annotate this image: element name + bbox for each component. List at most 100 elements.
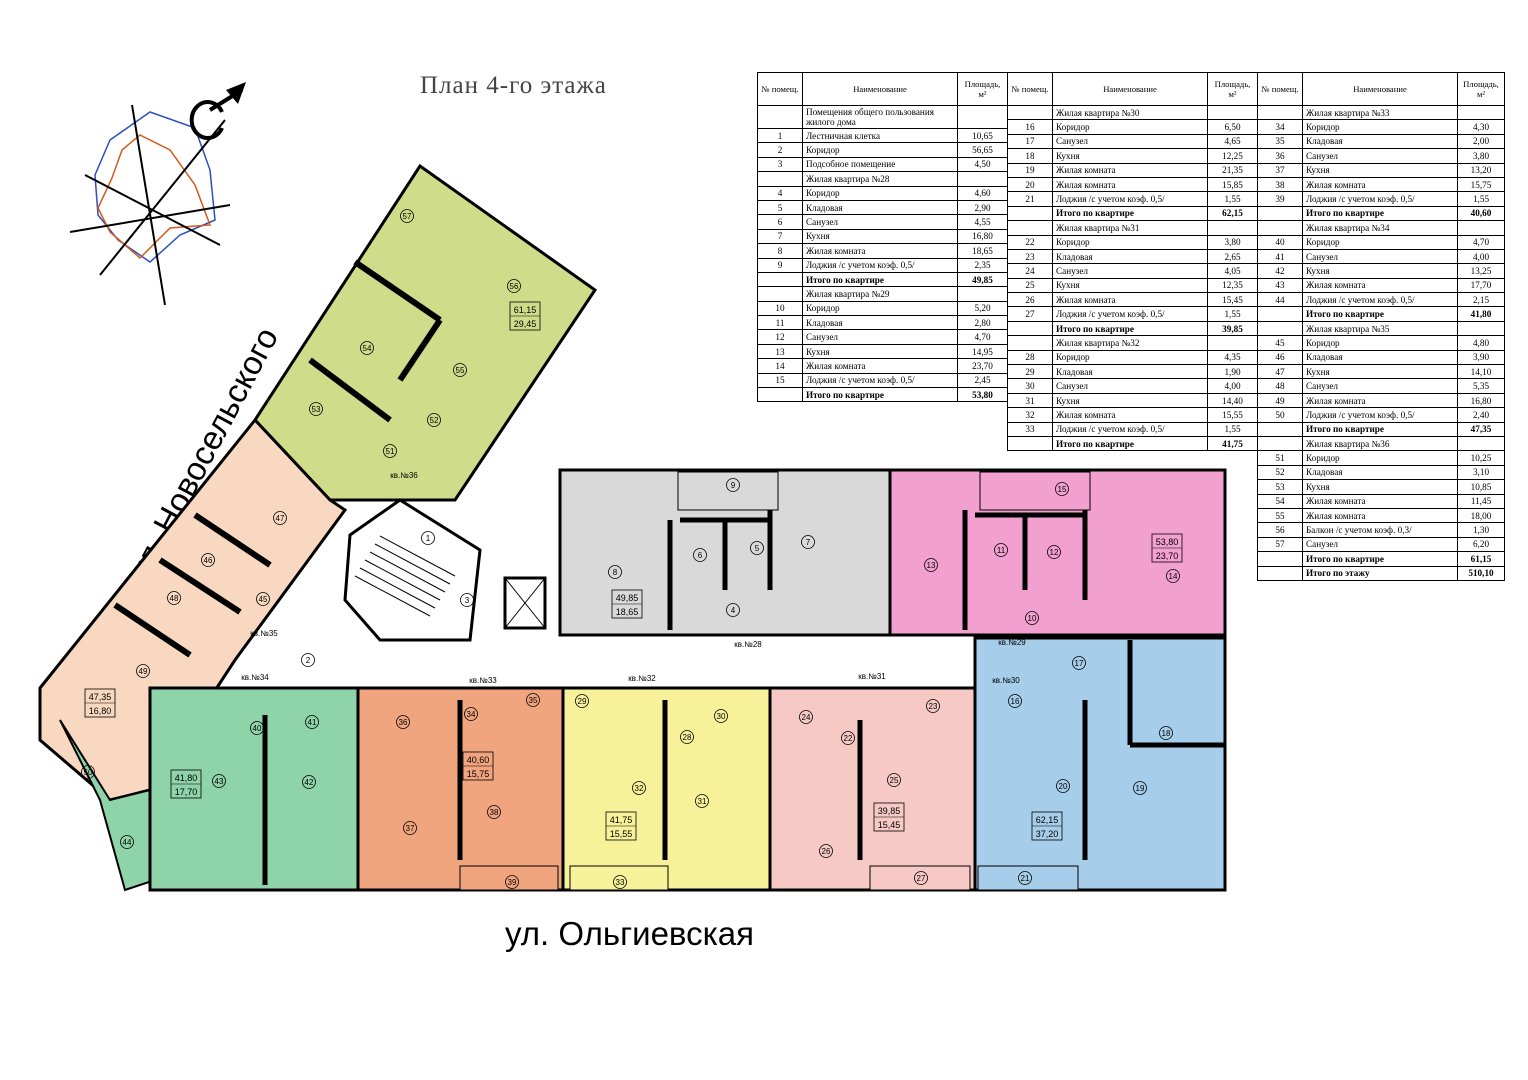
room-marker-22: 22 (841, 731, 855, 745)
room-number-cell (1007, 435, 1053, 452)
room-name-cell: Коридор (802, 300, 958, 317)
room-number-label: 50 (84, 768, 93, 777)
room-area-cell: 4,60 (957, 185, 1008, 201)
apartment-number: кв.№29 (998, 638, 1026, 647)
room-area-cell: 13,20 (1457, 162, 1505, 178)
room-area-cell: 21,35 (1207, 162, 1258, 178)
room-number-cell (1257, 205, 1303, 222)
apartment-total-area: 47,35 (89, 692, 112, 702)
room-name-cell: Балкон /с учетом коэф. 0,3/ (1302, 522, 1458, 538)
room-number-label: 35 (529, 696, 538, 705)
room-marker-42: 42 (302, 775, 316, 789)
room-area-cell: 1,55 (1207, 421, 1258, 437)
room-number-label: 26 (822, 847, 831, 856)
apartment-number: кв.№31 (858, 672, 886, 681)
room-name-cell: Кухня (1052, 277, 1208, 294)
room-number-cell: 19 (1007, 162, 1053, 178)
compass-rose-icon (69, 82, 246, 306)
room-marker-41: 41 (305, 715, 319, 729)
apartment-34-area (148, 686, 360, 892)
room-number-cell: 49 (1257, 392, 1303, 409)
room-marker-46: 46 (201, 553, 215, 567)
column-header-num: № помещ. (1007, 72, 1053, 106)
room-area-cell: 3,80 (1207, 234, 1258, 250)
room-name-cell: Коридор (1302, 234, 1458, 250)
room-number-label: 45 (259, 595, 268, 604)
room-number-label: 32 (635, 784, 644, 793)
room-number-label: 43 (215, 777, 224, 786)
room-area-cell: 1,90 (1207, 364, 1258, 380)
room-area-cell (957, 171, 1008, 187)
room-number-label: 22 (844, 734, 853, 743)
room-name-cell: Жилая квартира №29 (802, 286, 958, 302)
room-area-cell: 6,20 (1457, 536, 1505, 553)
column-header-name: Наименование (1302, 72, 1458, 106)
room-marker-43: 43 (212, 774, 226, 788)
room-number-label: 8 (613, 568, 618, 577)
room-number-cell: 38 (1257, 176, 1303, 193)
room-marker-36: 36 (396, 715, 410, 729)
room-name-cell: Лоджия /с учетом коэф. 0,5/ (802, 372, 958, 389)
room-name-cell: Итого по квартире (1302, 205, 1458, 222)
room-marker-48: 48 (167, 591, 181, 605)
room-marker-44: 44 (120, 835, 134, 849)
room-name-cell: Коридор (802, 185, 958, 201)
column-header-name: Наименование (802, 72, 958, 106)
column-header-name: Наименование (1052, 72, 1208, 106)
room-marker-23: 23 (926, 699, 940, 713)
room-name-cell: Кухня (1302, 263, 1458, 279)
room-area-cell: 4,00 (1207, 378, 1258, 394)
room-area-cell: 2,15 (1457, 292, 1505, 308)
room-name-cell: Санузел (1052, 133, 1208, 150)
room-area-cell: 56,65 (957, 142, 1008, 158)
room-area-cell: 12,35 (1207, 277, 1258, 294)
room-marker-54: 54 (360, 341, 374, 355)
room-number-cell: 46 (1257, 349, 1303, 366)
room-number-cell (1257, 320, 1303, 337)
room-number-cell (1007, 335, 1053, 351)
room-number-label: 16 (1011, 697, 1020, 706)
room-marker-38: 38 (487, 805, 501, 819)
room-number-cell: 50 (1257, 407, 1303, 423)
column-header-area: Площадь, м² (1207, 72, 1258, 106)
room-number-cell: 52 (1257, 464, 1303, 481)
page-title: План 4-го этажа (420, 72, 607, 99)
room-number-label: 18 (1162, 729, 1171, 738)
room-number-cell: 42 (1257, 263, 1303, 279)
room-number-label: 13 (927, 561, 936, 570)
apartment-living-area: 17,70 (175, 787, 198, 797)
room-area-cell: 16,80 (957, 228, 1008, 245)
room-number-cell (1007, 320, 1053, 337)
room-number-cell: 13 (757, 343, 803, 360)
room-area-cell: 10,85 (1457, 479, 1505, 495)
room-area-cell: 2,80 (957, 315, 1008, 331)
room-marker-53: 53 (309, 402, 323, 416)
room-number-cell: 34 (1257, 119, 1303, 135)
room-number-label: 56 (510, 282, 519, 291)
room-number-label: 2 (306, 656, 311, 665)
apartment-living-area: 29,45 (514, 319, 537, 329)
room-number-cell (757, 171, 803, 187)
table-row: Жилая квартира №31 (1007, 220, 1258, 236)
room-number-label: 15 (1058, 485, 1067, 494)
table-row: Жилая квартира №30 (1007, 104, 1258, 121)
room-name-cell: Жилая квартира №30 (1052, 104, 1208, 121)
room-number-label: 20 (1059, 782, 1068, 791)
